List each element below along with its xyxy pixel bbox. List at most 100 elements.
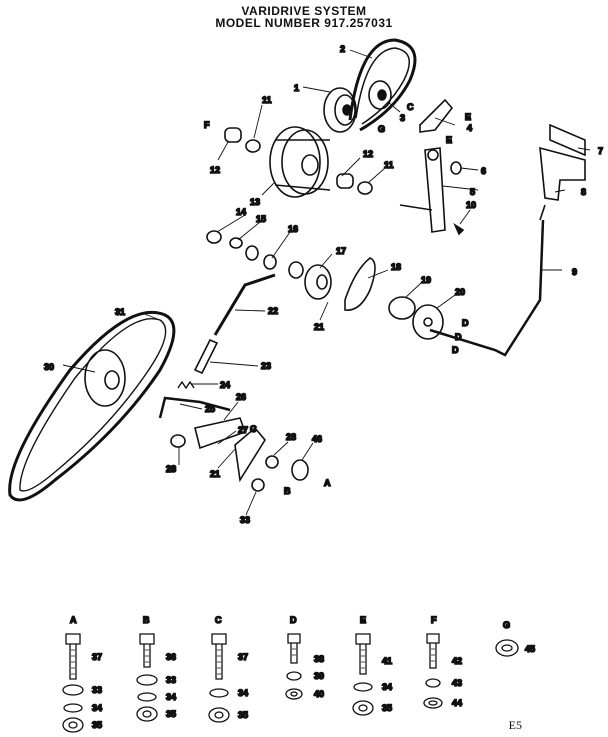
washer-46 bbox=[291, 459, 309, 481]
hardware-group-B bbox=[136, 633, 158, 722]
group-A-part-1: 37 bbox=[92, 652, 102, 662]
callout-16: 16 bbox=[288, 224, 298, 234]
group-B-letter: B bbox=[143, 615, 150, 625]
callout-13: 13 bbox=[250, 197, 260, 207]
nut-11-left bbox=[245, 139, 261, 153]
group-D-part-3: 40 bbox=[314, 689, 324, 699]
group-E-part-3: 35 bbox=[382, 703, 392, 713]
callout-28b: 28 bbox=[166, 464, 176, 474]
callout-25: 25 bbox=[205, 404, 215, 414]
group-E-letter: E bbox=[360, 615, 366, 625]
ref-letter-G: G bbox=[378, 124, 385, 134]
callout-18: 18 bbox=[391, 262, 401, 272]
callout-26: 26 bbox=[236, 392, 246, 402]
pulley-17 bbox=[304, 264, 332, 300]
callout-2: 2 bbox=[340, 44, 345, 54]
belt-2 bbox=[348, 38, 417, 132]
group-B-part-2: 33 bbox=[166, 675, 176, 685]
callout-11a: 11 bbox=[262, 95, 272, 105]
washer-15 bbox=[229, 237, 243, 249]
tube-23 bbox=[193, 338, 219, 375]
hardware-group-D bbox=[285, 633, 303, 700]
group-F-part-1: 42 bbox=[452, 656, 462, 666]
group-A-part-3: 34 bbox=[92, 703, 102, 713]
callout-8: 8 bbox=[581, 187, 586, 197]
group-B-part-4: 35 bbox=[166, 709, 176, 719]
nut-28 bbox=[265, 455, 279, 469]
model-number: MODEL NUMBER 917.257031 bbox=[215, 16, 393, 30]
callout-33: 33 bbox=[240, 515, 250, 525]
bracket-26 bbox=[194, 417, 247, 450]
group-B-part-1: 36 bbox=[166, 652, 176, 662]
callout-30: 30 bbox=[44, 362, 54, 372]
hardware-group-E bbox=[352, 633, 374, 716]
spacer-29 bbox=[170, 434, 186, 448]
pulley-3 bbox=[368, 80, 392, 110]
pulley-1 bbox=[323, 87, 357, 133]
callout-17: 17 bbox=[336, 246, 346, 256]
middle-assembly bbox=[177, 204, 546, 390]
belt-31 bbox=[8, 310, 176, 502]
group-A-part-4: 35 bbox=[92, 720, 102, 730]
diagram-title: VARIDRIVE SYSTEM bbox=[241, 4, 367, 18]
callout-11b: 11 bbox=[384, 160, 394, 170]
rod-25 bbox=[158, 396, 231, 419]
callout-4: 4 bbox=[467, 123, 472, 133]
callout-23: 23 bbox=[261, 361, 271, 371]
callout-21b: 21 bbox=[210, 469, 220, 479]
group-C-part-3: 35 bbox=[238, 710, 248, 720]
group-C-part-2: 34 bbox=[238, 688, 248, 698]
link-18 bbox=[344, 257, 376, 311]
arm-5 bbox=[424, 147, 446, 233]
washer-33 bbox=[251, 478, 265, 492]
callout-6: 6 bbox=[481, 166, 486, 176]
callout-9: 9 bbox=[572, 267, 577, 277]
callout-1: 1 bbox=[294, 83, 299, 93]
callout-22: 22 bbox=[268, 306, 278, 316]
callout-20: 20 bbox=[455, 287, 465, 297]
callout-12a: 12 bbox=[210, 165, 220, 175]
ref-letter-E-2: E bbox=[446, 135, 452, 145]
callout-31: 31 bbox=[115, 307, 125, 317]
callout-46: 46 bbox=[312, 434, 322, 444]
group-E-part-1: 41 bbox=[382, 656, 392, 666]
callout-24: 24 bbox=[220, 380, 230, 390]
plate-7 bbox=[549, 123, 586, 157]
pin-10 bbox=[453, 222, 465, 236]
ref-letter-F: F bbox=[204, 120, 210, 130]
callout-3: 3 bbox=[400, 113, 405, 123]
group-E-part-2: 34 bbox=[382, 682, 392, 692]
callout-21a: 21 bbox=[314, 322, 324, 332]
ref-letter-D-2: D bbox=[455, 332, 462, 342]
callout-10: 10 bbox=[466, 200, 476, 210]
ref-letter-D-3: D bbox=[452, 345, 459, 355]
pulley-13 bbox=[269, 126, 321, 198]
hardware-group-A bbox=[62, 633, 84, 733]
spacer-12-left bbox=[224, 127, 242, 143]
plate-20 bbox=[412, 304, 444, 340]
group-F-letter: F bbox=[431, 615, 437, 625]
group-C-letter: C bbox=[215, 615, 222, 625]
ref-letter-E-1: E bbox=[465, 112, 471, 122]
callout-15: 15 bbox=[256, 214, 266, 224]
pulley-30 bbox=[84, 349, 126, 407]
callout-12b: 12 bbox=[363, 149, 373, 159]
page-code: E5 bbox=[508, 718, 522, 732]
washer-19 bbox=[388, 296, 416, 320]
callout-27: 27 bbox=[238, 425, 248, 435]
group-G-letter: G bbox=[503, 620, 510, 630]
hardware-group-G bbox=[495, 639, 519, 657]
lower-linkage bbox=[158, 396, 309, 492]
callout-28a: 28 bbox=[286, 432, 296, 442]
hardware-group-F bbox=[423, 633, 443, 709]
hardware-key bbox=[62, 633, 519, 733]
callout-7: 7 bbox=[598, 146, 603, 156]
group-F-part-2: 43 bbox=[452, 678, 462, 688]
leader-lines bbox=[62, 49, 591, 516]
group-G-part-1: 45 bbox=[525, 644, 535, 654]
ref-letter-D-1: D bbox=[462, 318, 469, 328]
bracket-8 bbox=[539, 146, 586, 201]
lever-27 bbox=[234, 426, 266, 483]
spacer-12-right bbox=[336, 173, 354, 189]
